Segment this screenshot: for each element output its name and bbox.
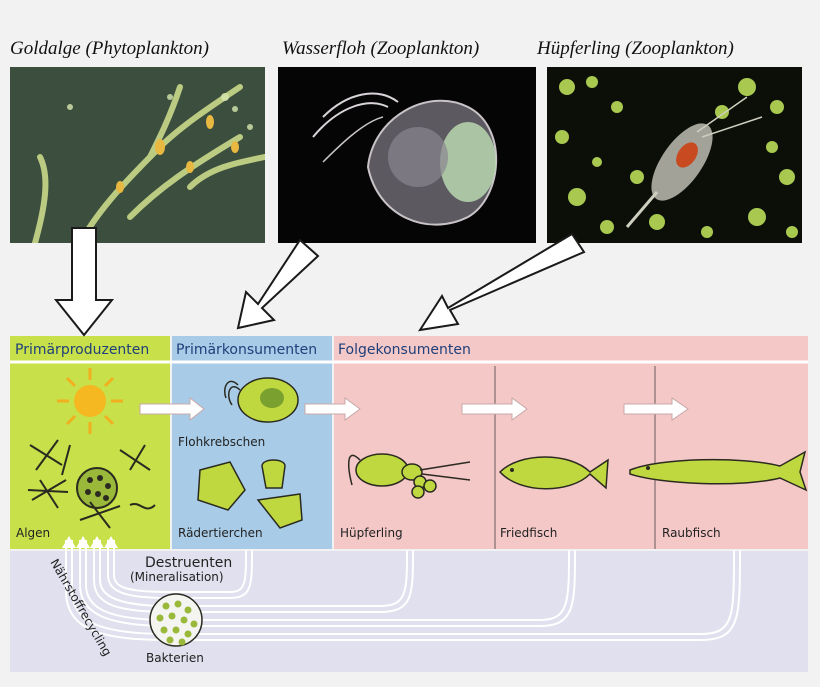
secondary-consumers-panel	[334, 336, 808, 549]
flow-arrows	[139, 396, 689, 422]
sun-icon	[57, 368, 123, 434]
label-flohkrebschen: Flohkrebschen	[178, 435, 265, 449]
arrow-icon	[623, 397, 689, 421]
photo-arrows	[53, 227, 586, 337]
label-mineralisation: (Mineralisation)	[130, 570, 224, 584]
caption-golden-algae: Goldalge (Phytoplankton)	[10, 38, 209, 59]
primary-consumers-panel	[172, 336, 332, 549]
water-flea-photo	[278, 67, 536, 243]
recycling-arrowheads	[62, 536, 118, 548]
arrow-icon	[139, 396, 205, 422]
copepod-photo	[547, 67, 802, 243]
header-secondary-consumers: Folgekonsumenten	[338, 342, 471, 358]
copepod-icon	[348, 453, 471, 499]
caption-copepod: Hüpferling (Zooplankton)	[537, 38, 734, 59]
arrow-down-left-icon	[417, 232, 586, 332]
algae-icon	[27, 439, 156, 529]
header-primary-producers: Primärproduzenten	[15, 342, 149, 358]
label-bakterien: Bakterien	[146, 651, 204, 665]
predator-fish-icon	[629, 450, 808, 492]
label-algae: Algen	[16, 526, 50, 540]
label-huepferling: Hüpferling	[340, 526, 403, 540]
label-raubfisch: Raubfisch	[662, 526, 721, 540]
golden-algae-photo	[10, 67, 265, 243]
arrow-icon	[304, 397, 361, 421]
arrow-icon	[461, 397, 528, 421]
caption-water-flea: Wasserfloh (Zooplankton)	[282, 38, 480, 59]
arrow-down-icon	[53, 227, 115, 337]
header-primary-consumers: Primärkonsumenten	[176, 342, 317, 358]
rotifer-icon	[197, 459, 303, 529]
label-friedfisch: Friedfisch	[500, 526, 557, 540]
water-flea-icon	[224, 377, 299, 423]
bacteria-icon	[149, 593, 203, 647]
arrow-down-left-icon	[236, 238, 320, 330]
forage-fish-icon	[498, 456, 609, 490]
label-raedertierchen: Rädertierchen	[178, 526, 263, 540]
label-destruenten: Destruenten	[145, 555, 232, 571]
